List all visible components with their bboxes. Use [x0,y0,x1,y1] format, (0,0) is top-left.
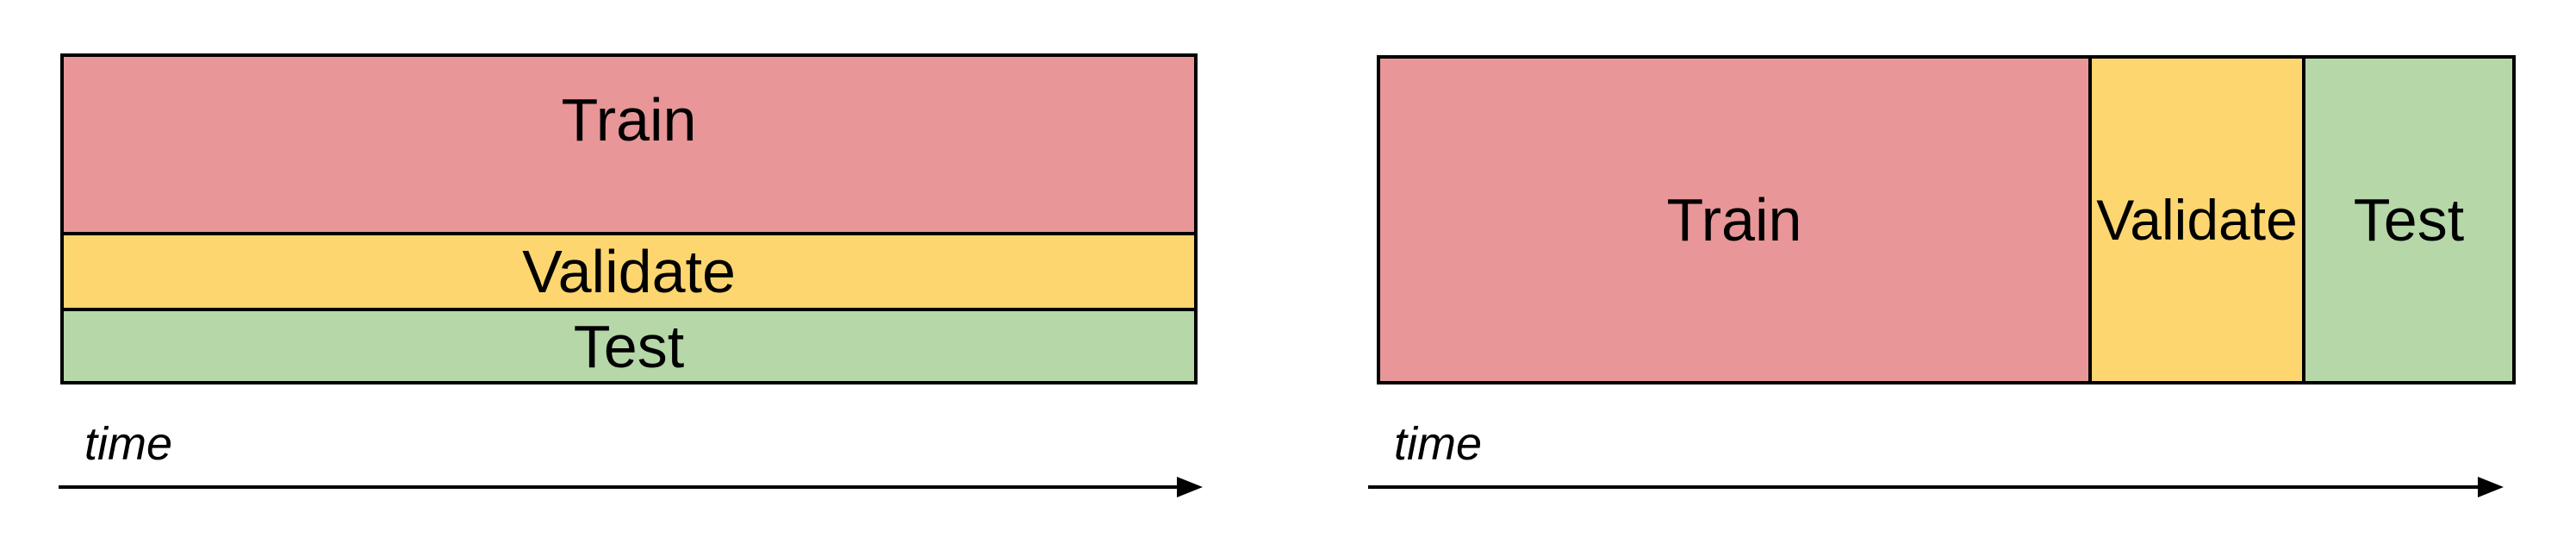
right-test-block: Test [2305,59,2512,381]
left-train-block: Train [64,57,1194,235]
left-test-label: Test [573,312,685,380]
right-train-label: Train [1666,186,1802,253]
right-time-label: time [1394,418,1483,470]
left-time-label: time [84,418,173,470]
right-validate-block: Validate [2092,59,2305,381]
left-validate-label: Validate [522,238,736,305]
left-time-arrow [59,477,1203,497]
right-test-label: Test [2353,186,2465,253]
right-validate-label: Validate [2096,188,2298,252]
right-train-block: Train [1380,59,2092,381]
left-train-label: Train [561,85,697,153]
left-split-diagram: Train Validate Test [60,53,1198,384]
left-test-block: Test [64,311,1194,381]
left-validate-block: Validate [64,235,1194,311]
right-split-diagram: Train Validate Test [1377,55,2516,384]
right-time-arrow [1368,477,2504,497]
